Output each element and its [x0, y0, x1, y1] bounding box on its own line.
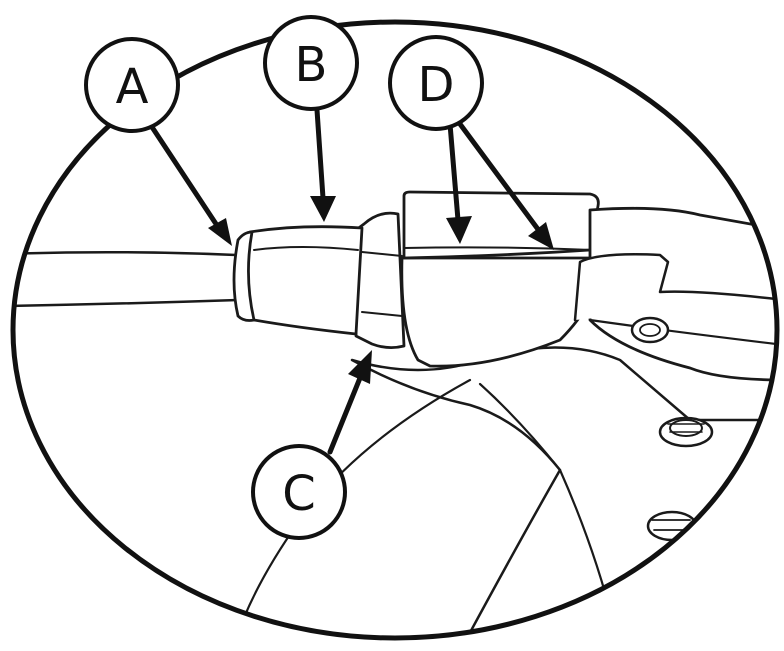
end-cap	[232, 230, 256, 322]
arrow-a	[147, 121, 232, 246]
illustration	[13, 190, 777, 638]
arrow-d-right	[457, 121, 554, 250]
arrow-d-left	[446, 121, 472, 244]
collar-ridges	[361, 251, 403, 317]
reservoir-seam	[403, 246, 593, 251]
callout-a-label: A	[116, 59, 149, 115]
callout-d: D	[388, 35, 484, 131]
callout-a: A	[84, 37, 180, 133]
clamp-bolt-hole-inner	[639, 323, 661, 337]
mount-bolt-thread	[667, 423, 705, 433]
grip-sleeve	[244, 225, 364, 336]
mount-bolt-top	[669, 419, 703, 437]
sleeve-highlight	[253, 246, 359, 251]
clamp-inner	[588, 318, 777, 347]
clamp-plate	[573, 253, 777, 322]
handlebar	[13, 250, 240, 308]
callout-c: C	[251, 444, 347, 540]
cable-line	[478, 382, 562, 472]
arrow-b	[310, 107, 336, 222]
callout-c-label: C	[282, 466, 316, 522]
collar-ring	[354, 211, 406, 349]
callout-b: B	[263, 15, 359, 111]
callout-d-label: D	[418, 57, 455, 113]
detail-oval	[10, 19, 780, 641]
callout-b-label: B	[295, 37, 328, 93]
arrow-c	[327, 350, 372, 455]
